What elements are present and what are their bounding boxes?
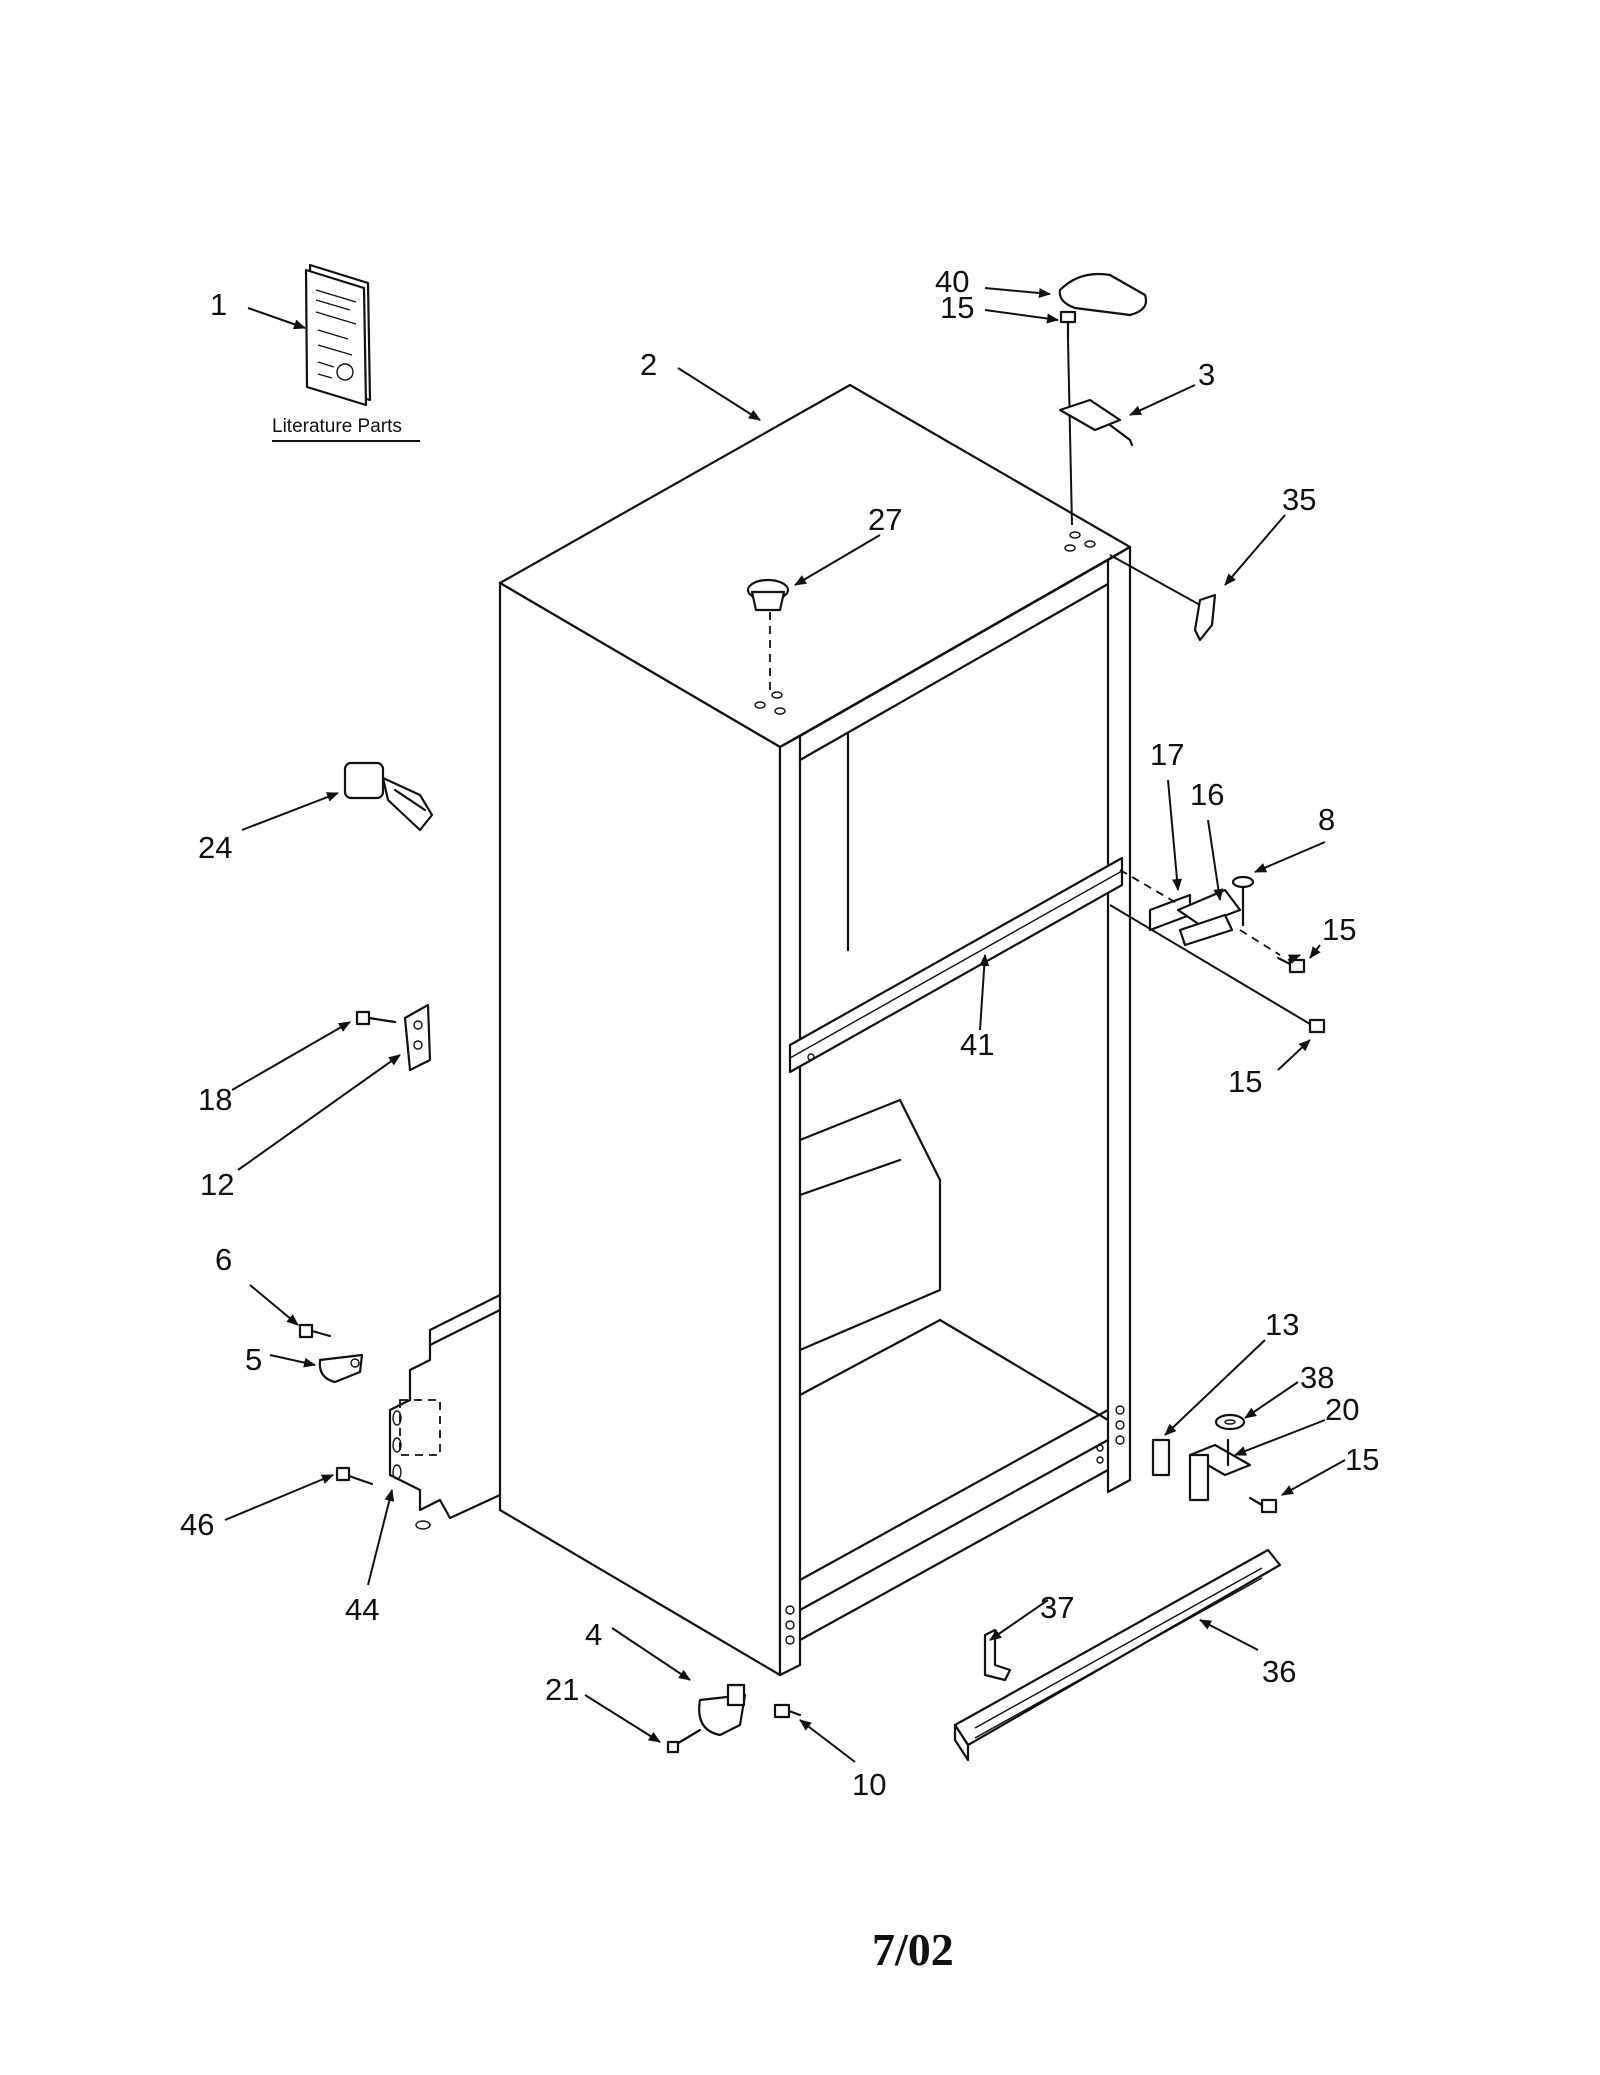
callout-18: 18 — [198, 1082, 232, 1117]
callout-41: 41 — [960, 1027, 994, 1062]
bottom-hinge — [1188, 1438, 1252, 1502]
callout-37: 37 — [1040, 1590, 1074, 1625]
center-hinge — [1119, 869, 1281, 956]
leveling-leg — [698, 1683, 747, 1737]
screw-top — [1059, 310, 1077, 526]
leg-screw — [773, 1703, 802, 1719]
callout-36: 36 — [1262, 1654, 1296, 1689]
panel-screw — [335, 1466, 374, 1486]
plug-button — [746, 578, 790, 690]
leveler-screw — [666, 1728, 702, 1754]
revision-date: 7/02 — [872, 1924, 954, 1975]
top-hinge — [1058, 398, 1134, 447]
left-bracket — [403, 1003, 432, 1072]
callout-40: 40 — [935, 264, 969, 299]
callout-38: 38 — [1300, 1360, 1334, 1395]
hinge-trim — [1109, 554, 1217, 642]
washer — [1214, 1413, 1246, 1431]
callout-44: 44 — [345, 1592, 379, 1627]
callout-24: 24 — [198, 830, 232, 865]
toe-grille — [953, 1548, 1282, 1762]
callout-4: 4 — [585, 1617, 602, 1652]
cabinet — [498, 383, 1132, 1677]
door-stop-pin — [343, 761, 434, 832]
callout-21: 21 — [545, 1672, 579, 1707]
shim — [1151, 1438, 1171, 1477]
callout-35: 35 — [1282, 482, 1316, 517]
hinge-screw-2 — [1109, 904, 1326, 1034]
callout-2: 2 — [640, 347, 657, 382]
screw-left — [355, 1010, 397, 1026]
leaders — [224, 287, 1346, 1763]
callout-46: 46 — [180, 1507, 214, 1542]
hinge-screw-1 — [1276, 956, 1306, 974]
callout-13: 13 — [1265, 1307, 1299, 1342]
clip — [318, 1353, 364, 1384]
callout-15-mid: 15 — [1322, 912, 1356, 947]
grille-clip — [983, 1628, 1012, 1682]
literature-label: Literature Parts — [272, 416, 402, 437]
callout-16: 16 — [1190, 777, 1224, 812]
callouts: 1 2 3 4 5 6 8 10 12 13 15 15 15 15 16 17… — [180, 264, 1379, 1802]
bottom-hinge-screw — [1248, 1496, 1278, 1514]
callout-1: 1 — [210, 287, 227, 322]
callout-27: 27 — [868, 502, 902, 537]
callout-15-top: 15 — [940, 290, 974, 325]
callout-15-bottom: 15 — [1345, 1442, 1379, 1477]
callout-3: 3 — [1198, 357, 1215, 392]
callout-12: 12 — [200, 1167, 234, 1202]
callout-10: 10 — [852, 1767, 886, 1802]
clip-screw — [298, 1323, 332, 1339]
callout-15-low: 15 — [1228, 1064, 1262, 1099]
callout-8: 8 — [1318, 802, 1335, 837]
callout-17: 17 — [1150, 737, 1184, 772]
literature-booklet — [304, 263, 372, 407]
callout-20: 20 — [1325, 1392, 1359, 1427]
hinge-cover — [1058, 272, 1148, 317]
callout-6: 6 — [215, 1242, 232, 1277]
callout-5: 5 — [245, 1342, 262, 1377]
rear-panel — [388, 1293, 502, 1530]
